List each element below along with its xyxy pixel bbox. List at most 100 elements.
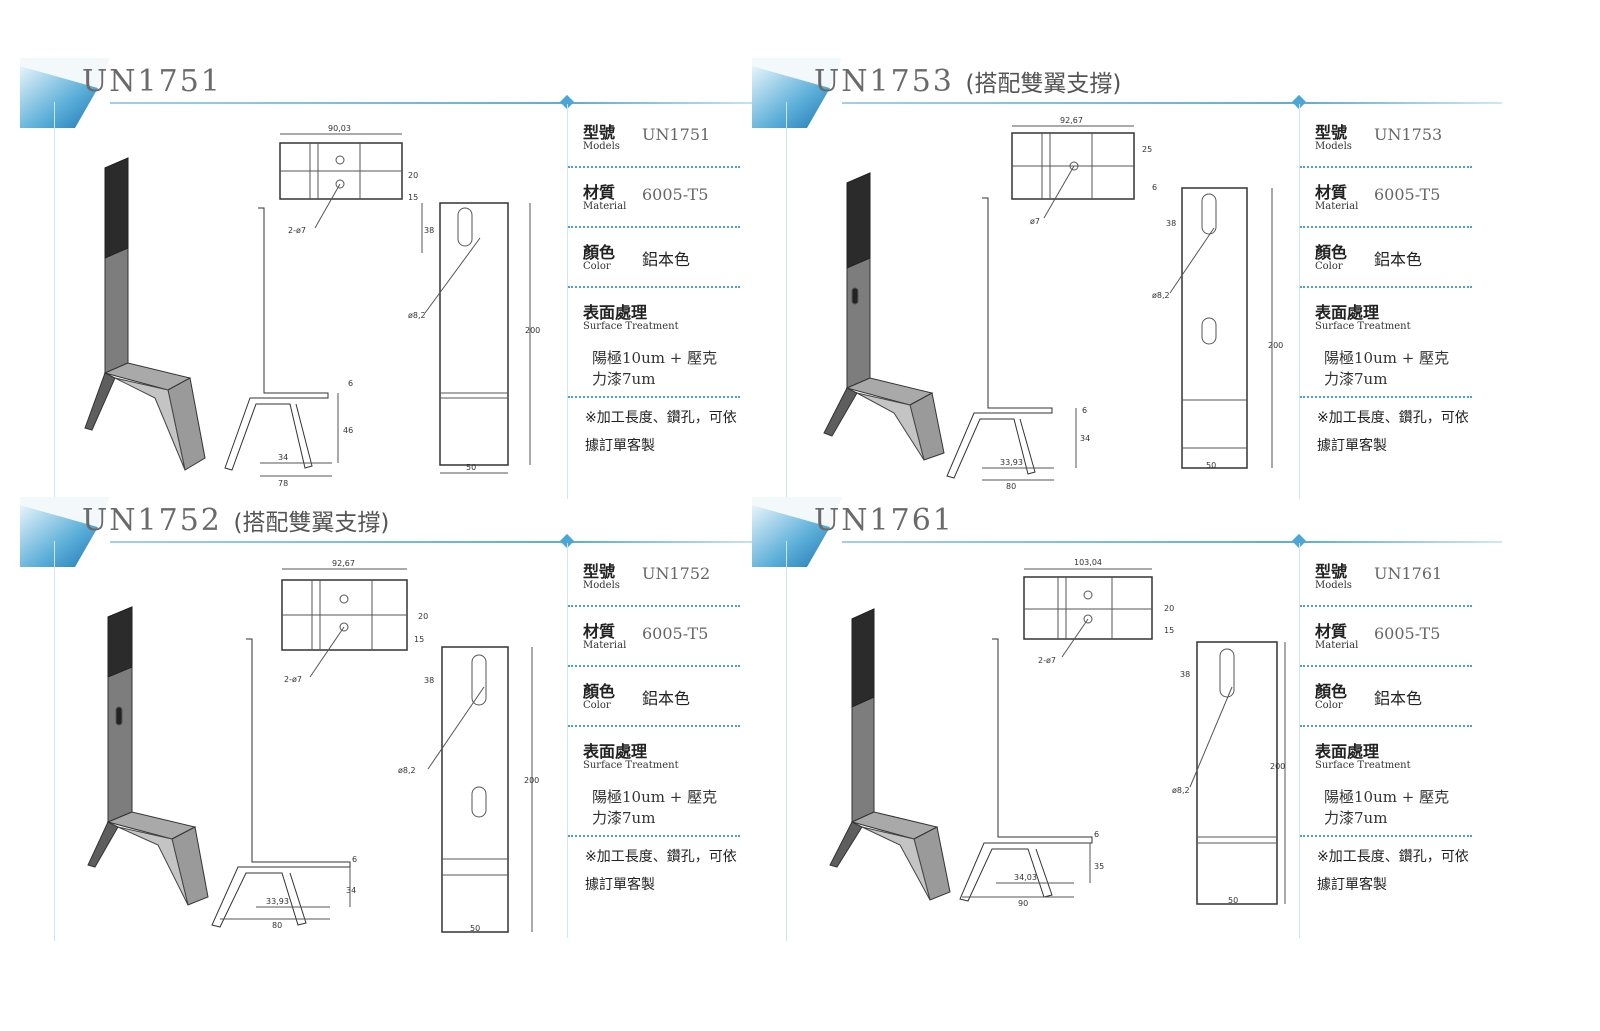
header-corner-graphic <box>752 497 842 567</box>
custom-note: ※加工長度、鑽孔，可依據訂單客製 <box>1317 410 1469 454</box>
surface-value: 陽極10um + 壓克力漆7um <box>592 349 718 388</box>
spec-row-surface: 表面處理 Surface Treatment 陽極10um + 壓克力漆7um <box>568 288 740 398</box>
dim-base-h: 35 <box>1094 862 1104 871</box>
dim-height: 200 <box>1270 762 1285 771</box>
model-value: UN1761 <box>1374 564 1443 583</box>
product-render-image <box>87 606 209 906</box>
spec-divider <box>567 543 568 938</box>
spec-table: 型號 Models UN1753 材質 Material 6005-T5 顏色 … <box>1300 108 1472 468</box>
dim-base-t: 6 <box>1094 830 1099 839</box>
surface-value: 陽極10um + 壓克力漆7um <box>1324 788 1450 827</box>
header-corner-graphic <box>20 58 110 128</box>
spec-table: 型號 Models UN1751 材質 Material 6005-T5 顏色 … <box>568 108 740 468</box>
spec-divider <box>1299 104 1300 499</box>
product-render-image <box>823 172 945 461</box>
spec-row-material: 材質 Material 6005-T5 <box>1300 168 1472 228</box>
spec-row-material: 材質 Material 6005-T5 <box>1300 607 1472 667</box>
dim-base-h: 46 <box>343 426 353 435</box>
left-rule <box>54 102 55 502</box>
header-rule <box>842 541 1502 543</box>
model-value: UN1751 <box>642 125 711 144</box>
header-rule <box>110 102 770 104</box>
spec-row-surface: 表面處理 Surface Treatment 陽極10um + 壓克力漆7um <box>1300 288 1472 398</box>
color-value: 鋁本色 <box>642 689 691 708</box>
dim-bottom-w: 50 <box>1228 896 1238 905</box>
product-render-image <box>829 608 951 901</box>
spec-note: ※加工長度、鑽孔，可依據訂單客製 <box>568 837 740 907</box>
dim-base-w2: 78 <box>278 479 288 488</box>
panel-title: UN1751 <box>82 64 222 99</box>
panel-title: UN1761 <box>814 503 954 538</box>
dim-base-w1: 33,93 <box>266 897 289 906</box>
dim-d2: 15 <box>408 193 418 202</box>
product-panel-un1751: UN1751 90,03 2-ø7 20 15 34 78 6 46 <box>20 58 780 502</box>
dim-hole-label: ø7 <box>1030 217 1040 226</box>
dim-slot-dia: ø8,2 <box>1172 786 1190 795</box>
spec-row-color: 顏色 Color 鋁本色 <box>1300 228 1472 288</box>
dim-base-w1: 33,93 <box>1000 458 1023 467</box>
dim-front-hole: 38 <box>424 226 434 235</box>
dim-base-w2: 80 <box>272 921 282 930</box>
dim-front-hole: 38 <box>1166 219 1176 228</box>
technical-drawing: 103,04 2-ø7 20 15 34,03 90 6 35 38 ø8,2 … <box>829 558 1286 908</box>
technical-drawing: 90,03 2-ø7 20 15 34 78 6 46 38 ø8,2 200 … <box>84 124 540 488</box>
dim-d1: 20 <box>1164 604 1174 613</box>
dim-d2: 6 <box>1152 183 1157 192</box>
dim-base-w2: 90 <box>1018 899 1028 908</box>
dim-hole-label: 2-ø7 <box>288 226 306 235</box>
dim-top-width: 90,03 <box>328 124 351 133</box>
material-value: 6005-T5 <box>642 185 709 204</box>
dim-base-w1: 34 <box>278 453 288 462</box>
dim-height: 200 <box>525 326 540 335</box>
dim-slot-dia: ø8,2 <box>408 311 426 320</box>
material-value: 6005-T5 <box>642 624 709 643</box>
header-corner-graphic <box>752 58 842 128</box>
product-panel-un1761: UN1761 103,04 2-ø7 20 15 34,03 90 6 35 <box>752 497 1512 941</box>
product-panel-un1752: UN1752 (搭配雙翼支撐) 92,67 2-ø7 20 15 33,93 8… <box>20 497 780 941</box>
panel-title: UN1752 (搭配雙翼支撐) <box>82 503 390 538</box>
material-value: 6005-T5 <box>1374 624 1441 643</box>
dim-height: 200 <box>1268 341 1283 350</box>
color-value: 鋁本色 <box>642 250 691 269</box>
dim-bottom-w: 50 <box>1206 461 1216 470</box>
custom-note: ※加工長度、鑽孔，可依據訂單客製 <box>585 410 737 454</box>
dim-bottom-w: 50 <box>466 463 476 472</box>
dim-slot-dia: ø8,2 <box>1152 291 1170 300</box>
model-value: UN1753 <box>1374 125 1443 144</box>
surface-value: 陽極10um + 壓克力漆7um <box>1324 349 1450 388</box>
spec-row-material: 材質 Material 6005-T5 <box>568 607 740 667</box>
surface-value: 陽極10um + 壓克力漆7um <box>592 788 718 827</box>
color-value: 鋁本色 <box>1374 689 1423 708</box>
product-panel-un1753: UN1753 (搭配雙翼支撐) 92,67 ø7 25 6 33,93 80 6… <box>752 58 1512 502</box>
spec-row-model: 型號 Models UN1761 <box>1300 547 1472 607</box>
panel-title: UN1753 (搭配雙翼支撐) <box>814 64 1122 99</box>
header-rule <box>842 102 1502 104</box>
dim-base-w2: 80 <box>1006 482 1016 491</box>
dim-d1: 20 <box>418 612 428 621</box>
left-rule <box>786 541 787 941</box>
dim-base-t: 6 <box>352 855 357 864</box>
dim-hole-label: 2-ø7 <box>284 675 302 684</box>
dim-base-t: 6 <box>348 379 353 388</box>
spec-row-model: 型號 Models UN1751 <box>568 108 740 168</box>
dim-top-width: 103,04 <box>1074 558 1102 567</box>
left-rule <box>786 102 787 502</box>
dim-height: 200 <box>524 776 539 785</box>
color-value: 鋁本色 <box>1374 250 1423 269</box>
spec-note: ※加工長度、鑽孔，可依據訂單客製 <box>1300 837 1472 907</box>
dim-base-h: 34 <box>346 886 356 895</box>
dim-slot-dia: ø8,2 <box>398 766 416 775</box>
spec-row-surface: 表面處理 Surface Treatment 陽極10um + 壓克力漆7um <box>568 727 740 837</box>
dim-base-h: 34 <box>1080 434 1090 443</box>
spec-table: 型號 Models UN1752 材質 Material 6005-T5 顏色 … <box>568 547 740 907</box>
left-rule <box>54 541 55 941</box>
spec-note: ※加工長度、鑽孔，可依據訂單客製 <box>1300 398 1472 468</box>
dim-hole-label: 2-ø7 <box>1038 656 1056 665</box>
header-rule <box>110 541 770 543</box>
spec-row-color: 顏色 Color 鋁本色 <box>568 667 740 727</box>
spec-table: 型號 Models UN1761 材質 Material 6005-T5 顏色 … <box>1300 547 1472 907</box>
spec-divider <box>1299 543 1300 938</box>
spec-row-color: 顏色 Color 鋁本色 <box>1300 667 1472 727</box>
technical-drawing: 92,67 ø7 25 6 33,93 80 6 34 38 ø8,2 200 … <box>823 116 1283 491</box>
dim-base-t: 6 <box>1082 406 1087 415</box>
